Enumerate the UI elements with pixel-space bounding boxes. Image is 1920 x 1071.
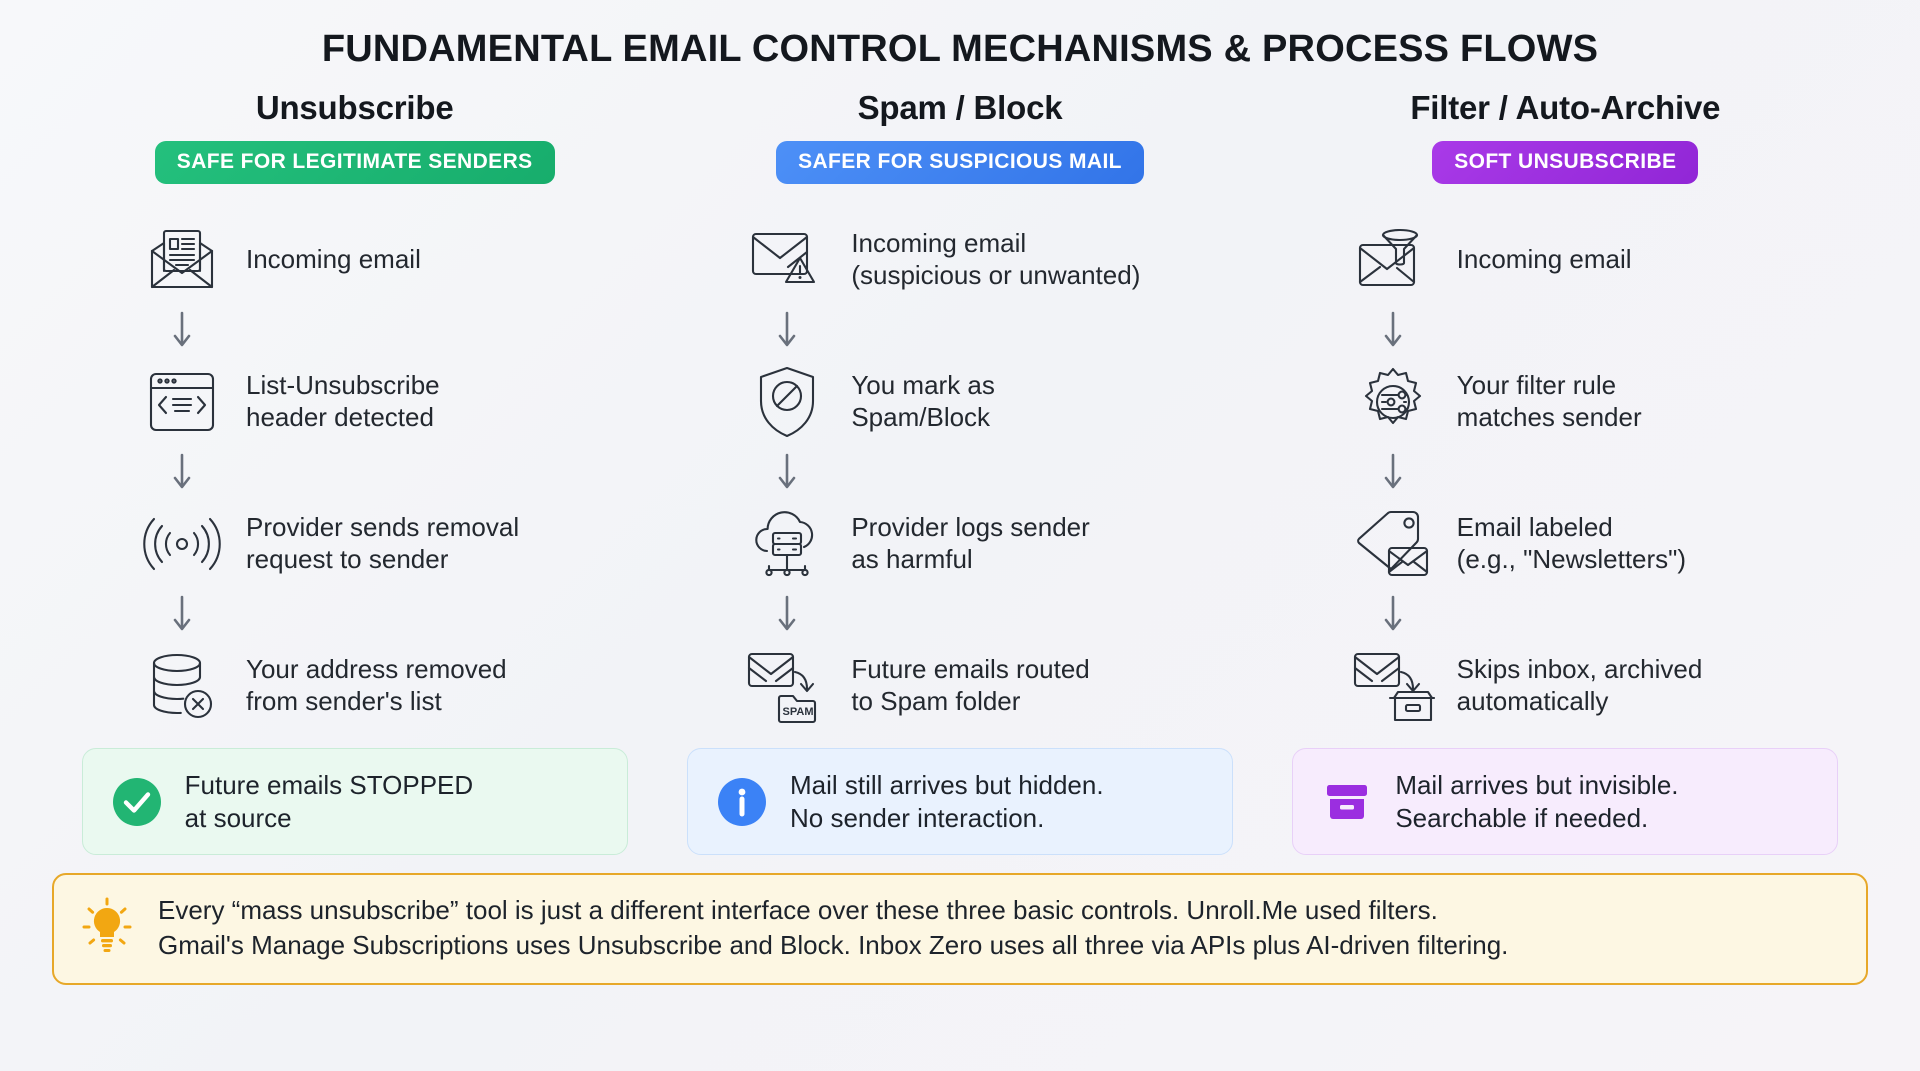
outcome-card-unsubscribe: Future emails STOPPED at source (81, 748, 628, 855)
envelope-warning-icon (743, 216, 831, 304)
code-window-icon (138, 358, 226, 446)
step-item: Provider logs sender as harmful (743, 496, 1090, 592)
step-item: Email labeled (e.g., "Newsletters") (1349, 496, 1686, 592)
outcome-text: Mail still arrives but hidden. No sender… (789, 770, 1104, 833)
step-item: Provider sends removal request to sender (138, 496, 519, 592)
step-text: Your filter rule matches sender (1456, 370, 1642, 432)
step-text: Provider logs sender as harmful (851, 512, 1090, 574)
lightbulb-icon (78, 896, 136, 960)
flow-arrow-down-icon (1349, 308, 1437, 354)
outcome-wrap: Mail still arrives but hidden. No sender… (657, 748, 1262, 855)
column-title: Unsubscribe (255, 89, 454, 126)
step-item: Incoming email (suspicious or unwanted) (743, 212, 1140, 308)
column-unsubscribe: Unsubscribe SAFE FOR LEGITIMATE SENDERS (52, 89, 657, 734)
flow-arrow-down-icon (138, 592, 226, 638)
step-list: Incoming email (52, 212, 657, 734)
column-title: Spam / Block (857, 89, 1063, 126)
step-item: List-Unsubscribe header detected (138, 354, 440, 450)
flow-arrow-down-icon (138, 308, 226, 354)
step-item: Incoming email (1349, 212, 1632, 308)
flow-arrow-down-icon (1349, 592, 1437, 638)
broadcast-signal-icon (138, 500, 226, 588)
tag-envelope-icon (1349, 500, 1437, 588)
cloud-server-icon (743, 500, 831, 588)
page-title: FUNDAMENTAL EMAIL CONTROL MECHANISMS & P… (321, 28, 1599, 70)
step-text: List-Unsubscribe header detected (246, 370, 440, 432)
step-item: Incoming email (138, 212, 421, 308)
shield-block-icon (743, 358, 831, 446)
outcome-wrap: Future emails STOPPED at source (52, 748, 657, 855)
outcome-cards: Future emails STOPPED at source Mail sti… (52, 748, 1868, 855)
step-text: Email labeled (e.g., "Newsletters") (1456, 512, 1687, 574)
step-text: Your address removed from sender's list (246, 654, 507, 716)
envelope-funnel-icon (1349, 216, 1437, 304)
info-circle-icon (714, 774, 770, 830)
flow-arrow-down-icon (1349, 450, 1437, 496)
step-list: Incoming email (suspicious or unwanted) … (657, 212, 1262, 734)
archive-box-icon (1319, 774, 1375, 830)
outcome-text: Mail arrives but invisible. Searchable i… (1395, 770, 1679, 833)
check-circle-icon (109, 774, 165, 830)
outcome-text: Future emails STOPPED at source (184, 770, 474, 833)
flow-arrow-down-icon (743, 592, 831, 638)
footer-note: Every “mass unsubscribe” tool is just a … (52, 873, 1868, 985)
envelope-to-archive-icon (1349, 642, 1437, 730)
outcome-card-filter-archive: Mail arrives but invisible. Searchable i… (1292, 748, 1839, 855)
column-badge: SAFE FOR LEGITIMATE SENDERS (154, 141, 555, 184)
gear-sliders-icon (1349, 358, 1437, 446)
spam-folder-label: SPAM (783, 706, 814, 718)
step-item: Skips inbox, archived automatically (1349, 638, 1703, 734)
column-filter-auto-archive: Filter / Auto-Archive SOFT UNSUBSCRIBE I… (1263, 89, 1868, 734)
step-item: Your filter rule matches sender (1349, 354, 1642, 450)
footer-text: Every “mass unsubscribe” tool is just a … (158, 895, 1509, 960)
step-list: Incoming email (1263, 212, 1868, 734)
database-remove-icon (138, 642, 226, 730)
step-text: Skips inbox, archived automatically (1456, 654, 1703, 716)
step-text: Future emails routed to Spam folder (851, 654, 1090, 716)
flow-arrow-down-icon (138, 450, 226, 496)
outcome-card-spam-block: Mail still arrives but hidden. No sender… (686, 748, 1233, 855)
step-text: Incoming email (246, 244, 421, 275)
step-text: You mark as Spam/Block (851, 370, 995, 432)
column-spam-block: Spam / Block SAFER FOR SUSPICIOUS MAIL (657, 89, 1262, 734)
flow-arrow-down-icon (743, 308, 831, 354)
column-title: Filter / Auto-Archive (1410, 89, 1721, 126)
column-badge: SAFER FOR SUSPICIOUS MAIL (776, 141, 1144, 184)
column-badge: SOFT UNSUBSCRIBE (1432, 141, 1699, 184)
step-text: Incoming email (1456, 244, 1632, 275)
flow-columns: Unsubscribe SAFE FOR LEGITIMATE SENDERS (52, 89, 1868, 734)
step-text: Provider sends removal request to sender (246, 512, 520, 574)
outcome-wrap: Mail arrives but invisible. Searchable i… (1263, 748, 1868, 855)
envelope-to-spam-folder-icon: SPAM (743, 642, 831, 730)
envelope-newsletter-icon (138, 216, 226, 304)
step-item: Your address removed from sender's list (138, 638, 507, 734)
step-item: You mark as Spam/Block (743, 354, 995, 450)
step-item: SPAM Future emails routed to Spam folder (743, 638, 1090, 734)
step-text: Incoming email (suspicious or unwanted) (851, 228, 1141, 290)
flow-arrow-down-icon (743, 450, 831, 496)
